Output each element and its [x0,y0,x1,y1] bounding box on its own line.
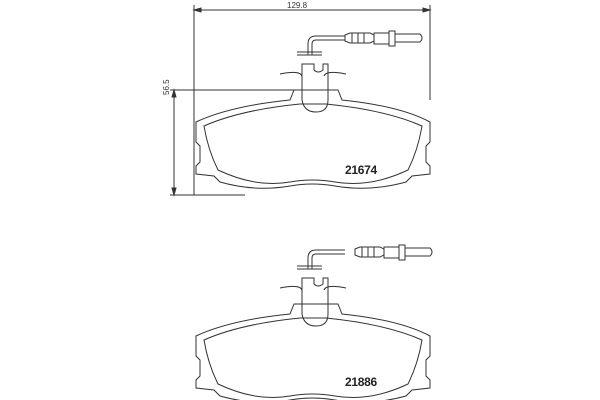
width-dimension-label: 129.8 [287,1,308,10]
width-dimension [192,5,432,195]
brake-pad-top [195,30,431,189]
part-number-bottom: 21886 [345,375,377,389]
brake-pad-bottom [195,244,433,400]
height-dimension-label: 56.5 [162,79,171,95]
height-dimension [170,88,300,197]
part-number-top: 21674 [345,163,377,177]
